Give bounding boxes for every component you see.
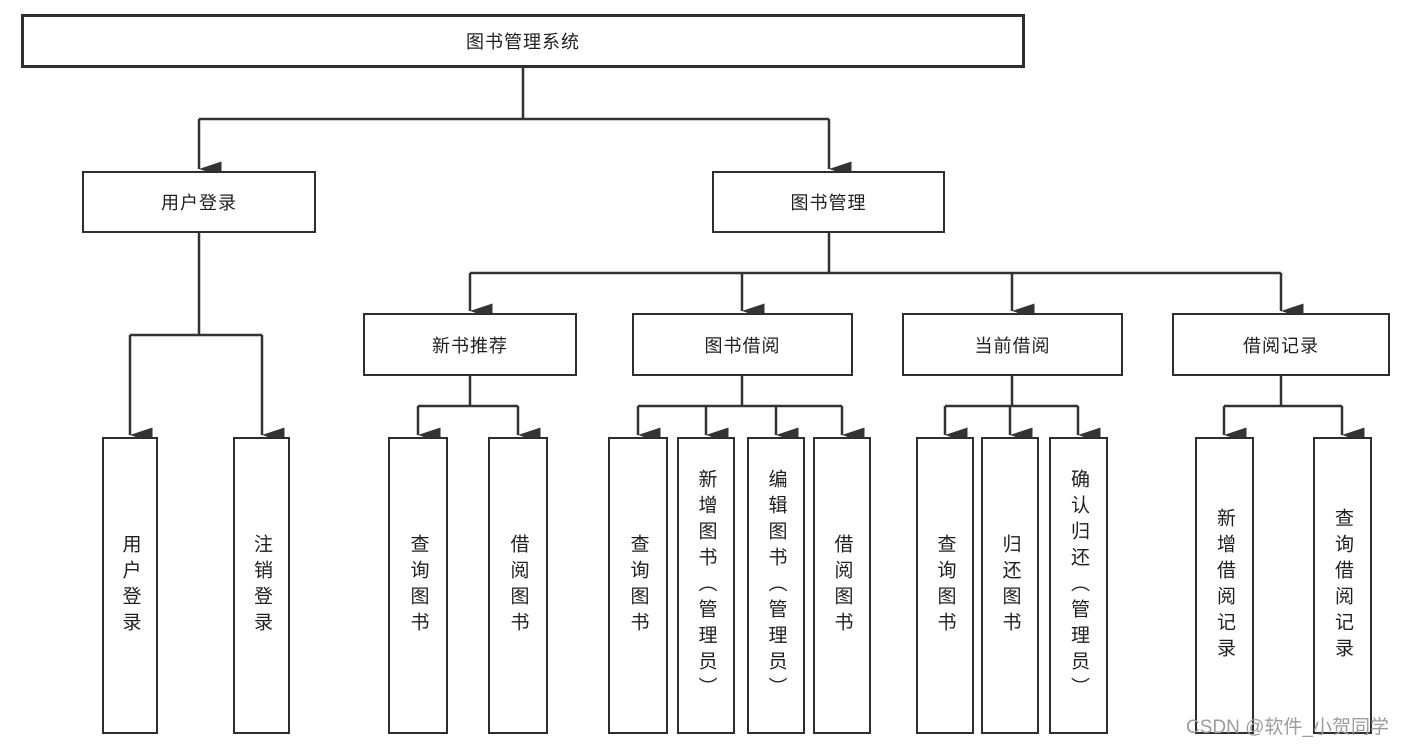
leaf-user-login: 用户登录	[102, 437, 158, 734]
leaf-newbooks-borrow: 借阅图书	[488, 437, 548, 734]
node-book-management-module: 图书管理	[712, 171, 945, 233]
leaf-confirm-return-admin: 确认归还（管理员）	[1049, 437, 1108, 734]
leaf-current-query-label: 查询图书	[934, 533, 956, 638]
node-book-borrowing: 图书借阅	[632, 313, 853, 376]
leaf-record-add-label: 新增借阅记录	[1214, 507, 1235, 664]
node-user-login-module: 用户登录	[82, 171, 316, 233]
leaf-record-query-label: 查询借阅记录	[1332, 507, 1353, 664]
node-borrowing-records: 借阅记录	[1172, 313, 1390, 376]
leaf-borrow-book-label: 借阅图书	[831, 533, 853, 638]
leaf-record-query: 查询借阅记录	[1313, 437, 1372, 734]
leaf-return-book-label: 归还图书	[999, 533, 1021, 638]
leaf-newbooks-query: 查询图书	[388, 437, 448, 734]
leaf-newbooks-query-label: 查询图书	[407, 533, 429, 638]
leaf-user-login-label: 用户登录	[119, 533, 141, 638]
csdn-watermark: CSDN @软件_小贺同学	[1186, 717, 1389, 738]
leaf-newbooks-borrow-label: 借阅图书	[507, 533, 529, 638]
leaf-record-add: 新增借阅记录	[1195, 437, 1254, 734]
leaf-borrow-edit-admin-label: 编辑图书（管理员）	[765, 468, 787, 703]
leaf-borrow-query-label: 查询图书	[627, 533, 649, 638]
leaf-borrow-query: 查询图书	[608, 437, 668, 734]
leaf-borrow-edit-admin: 编辑图书（管理员）	[747, 437, 805, 734]
leaf-return-book: 归还图书	[981, 437, 1039, 734]
leaf-confirm-return-admin-label: 确认归还（管理员）	[1068, 468, 1089, 703]
leaf-borrow-book: 借阅图书	[813, 437, 871, 734]
node-new-book-recommend: 新书推荐	[363, 313, 577, 376]
node-root-system: 图书管理系统	[21, 14, 1025, 68]
node-current-borrowing: 当前借阅	[902, 313, 1123, 376]
leaf-logout-label: 注销登录	[251, 533, 272, 638]
leaf-borrow-add-admin: 新增图书（管理员）	[677, 437, 735, 734]
leaf-borrow-add-admin-label: 新增图书（管理员）	[695, 468, 717, 703]
leaf-current-query: 查询图书	[916, 437, 974, 734]
leaf-logout: 注销登录	[233, 437, 290, 734]
